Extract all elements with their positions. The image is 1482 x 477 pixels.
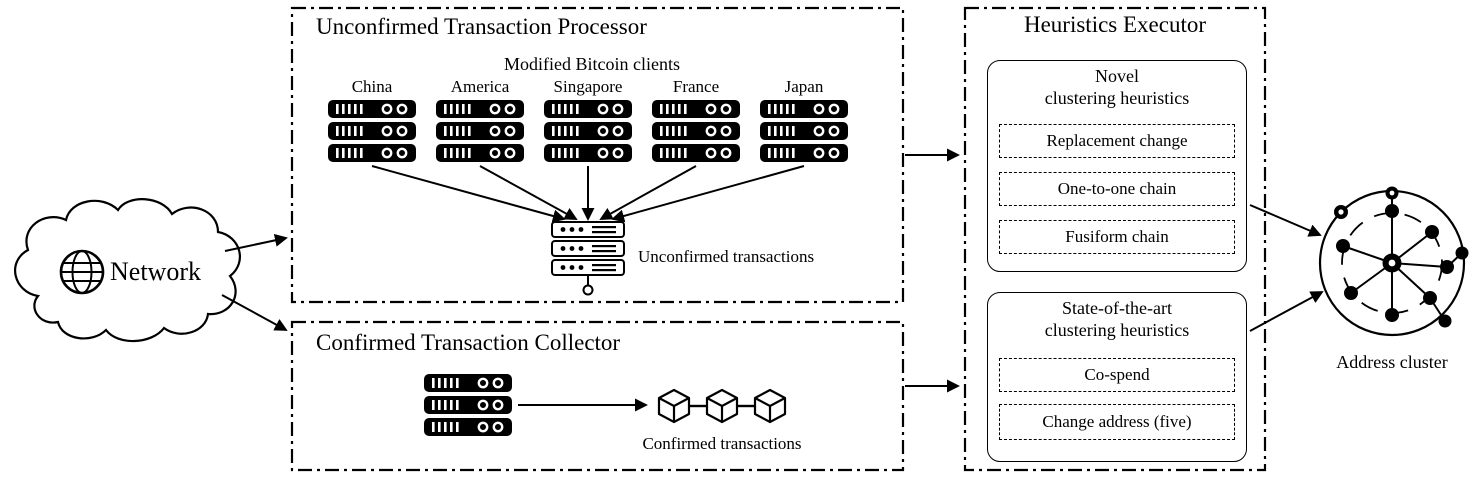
network-label: Network: [110, 257, 201, 286]
arrow-america-to-server: [479, 165, 578, 220]
address-cluster-label: Address cluster: [1336, 352, 1448, 372]
modified-clients-caption: Modified Bitcoin clients: [504, 54, 680, 74]
diagram-arrows: [221, 148, 1324, 412]
heuristic-co-spend: Co-spend: [999, 358, 1235, 392]
heuristic-change-address: Change address (five): [999, 404, 1235, 440]
heuristic-replacement-change: Replacement change: [999, 124, 1235, 158]
unconfirmed-output-label: Unconfirmed transactions: [638, 247, 815, 266]
arrow-japan-to-server: [611, 165, 805, 223]
sota-title-line1: State-of-the-art: [1062, 298, 1172, 318]
confirmed-output-label: Confirmed transactions: [642, 434, 802, 453]
arrow-china-to-server: [371, 165, 566, 223]
heuristic-one-to-one-chain: One-to-one chain: [999, 172, 1235, 206]
client-label-japan: Japan: [784, 77, 824, 96]
unconfirmed-server-icon: [552, 222, 624, 295]
arrow-sota-to-cluster: [1249, 291, 1324, 332]
arrow-network-to-unconfirmed: [224, 233, 288, 252]
server-stack-america: [436, 100, 524, 162]
novel-title-line2: clustering heuristics: [1044, 88, 1190, 108]
unconfirmed-processor-box: [290, 6, 905, 304]
unconfirmed-processor-title: Unconfirmed Transaction Processor: [316, 14, 647, 39]
arrow-france-to-server: [599, 165, 697, 220]
blockchain-cubes-icon: [657, 388, 787, 424]
heuristic-fusiform-chain: Fusiform chain: [999, 220, 1235, 254]
confirmed-collector-box: [290, 320, 905, 472]
server-stack-singapore: [544, 100, 632, 162]
client-label-singapore: Singapore: [553, 77, 623, 96]
server-stack-china: [328, 100, 416, 162]
server-stack-france: [652, 100, 740, 162]
client-label-france: France: [672, 77, 720, 96]
address-cluster-icon: [1318, 186, 1469, 337]
client-label-china: China: [351, 77, 393, 96]
globe-icon: [59, 249, 105, 295]
heuristics-executor-title: Heuristics Executor: [1023, 12, 1207, 37]
arrow-network-to-confirmed: [221, 294, 288, 331]
confirmed-server-icon: [424, 374, 512, 436]
server-stack-japan: [760, 100, 848, 162]
sota-heuristics-panel: [987, 292, 1247, 462]
heuristics-executor-box: [963, 6, 1267, 472]
confirmed-collector-title: Confirmed Transaction Collector: [316, 330, 621, 355]
novel-title-line1: Novel: [1095, 66, 1139, 86]
novel-heuristics-panel: [987, 60, 1247, 272]
sota-title-line2: clustering heuristics: [1044, 320, 1190, 340]
arrow-novel-to-cluster: [1249, 204, 1322, 237]
client-label-america: America: [450, 77, 510, 96]
